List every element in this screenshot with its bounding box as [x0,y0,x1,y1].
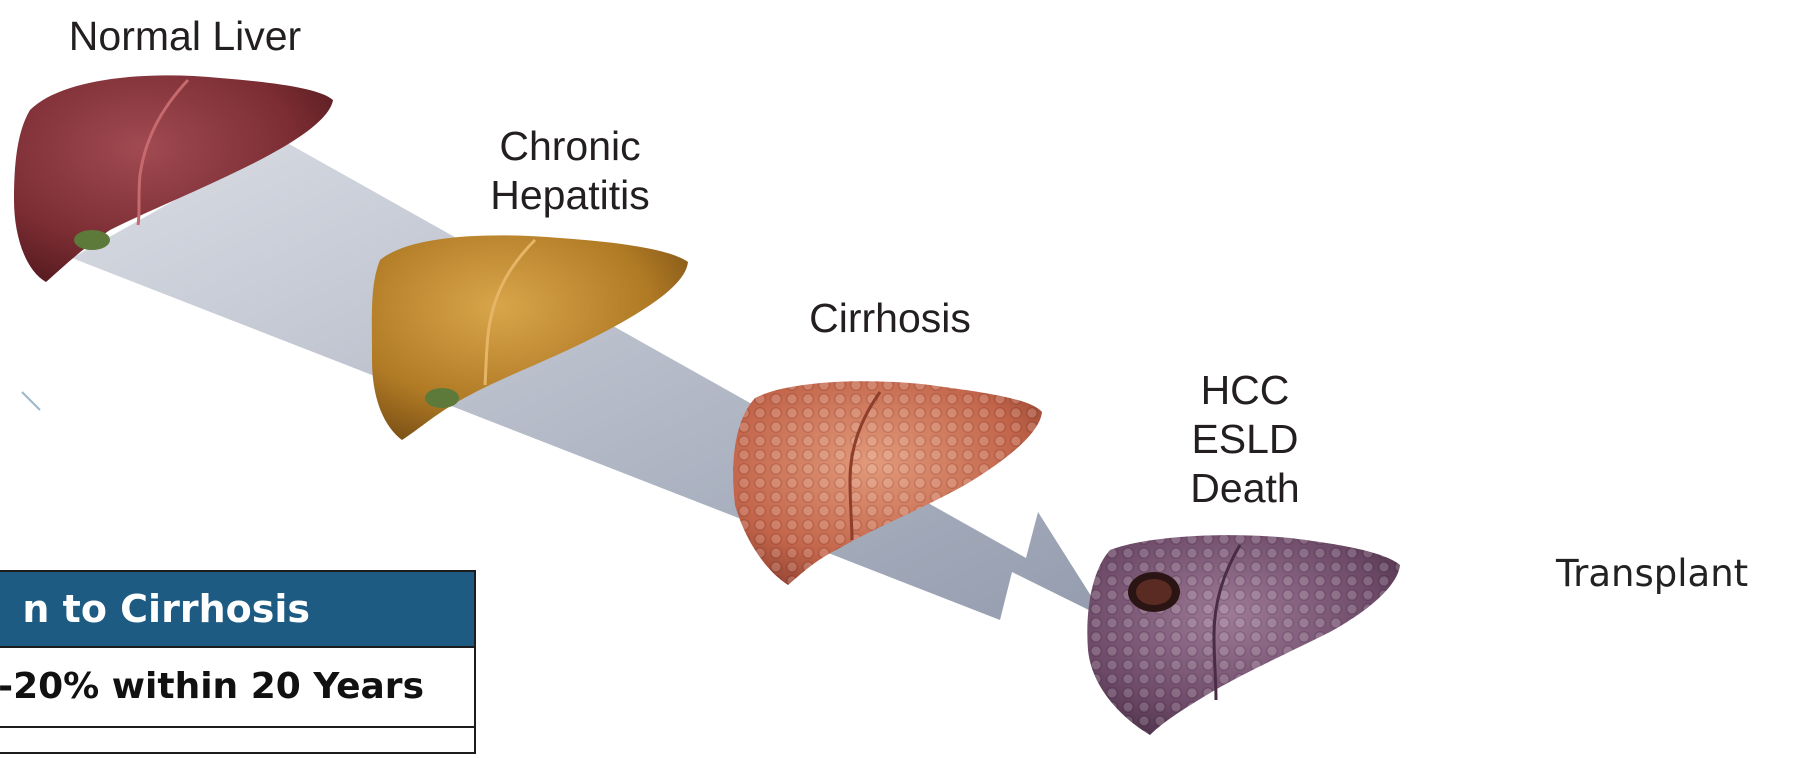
decorative-stroke [22,392,40,410]
stage-label-line: Chronic [440,122,700,171]
stage-label-line: Hepatitis [440,171,700,220]
stage-label-line: HCC [1155,366,1335,415]
stage-label-cirrhosis: Cirrhosis [765,294,1015,343]
stage-label-line: Cirrhosis [765,294,1015,343]
table-header: n to Cirrhosis [0,572,474,646]
stage-label-line: Death [1155,464,1335,513]
table-row [0,726,474,758]
stage-label-chronic-hepatitis: Chronic Hepatitis [440,122,700,220]
stage-label-hcc-esld-death: HCC ESLD Death [1155,366,1335,513]
table-row: -20% within 20 Years [0,646,474,726]
transplant-label: Transplant [1556,552,1748,595]
stage-label-line: Normal Liver [40,12,330,61]
progression-table: n to Cirrhosis -20% within 20 Years [0,570,476,754]
table-header-text: n to Cirrhosis [22,572,310,646]
stage-label-line: ESLD [1155,415,1335,464]
hcc-liver-icon [1087,535,1400,735]
stage-label-normal-liver: Normal Liver [40,12,330,61]
table-cell: -20% within 20 Years [0,648,424,726]
